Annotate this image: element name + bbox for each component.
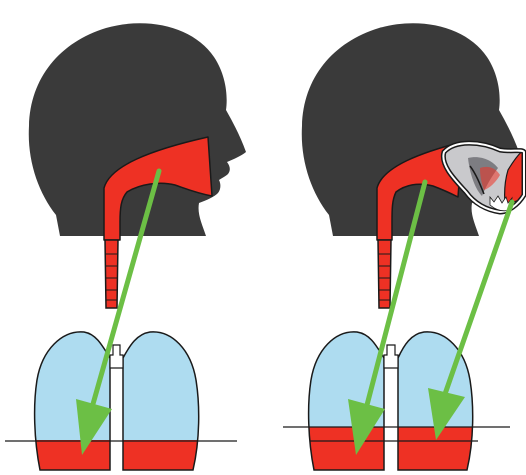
left-head-silhouette [29,23,246,236]
left-panel [0,23,260,475]
left-lung-air [0,320,260,440]
right-panel [280,23,526,475]
right-lung-air [280,320,526,427]
right-trachea [378,240,391,308]
left-bronchi [110,345,123,368]
right-lungs [280,320,526,475]
right-bronchi [384,345,398,368]
right-lung-deposition [280,427,526,475]
left-lungs [0,320,260,475]
left-trachea [105,240,118,308]
